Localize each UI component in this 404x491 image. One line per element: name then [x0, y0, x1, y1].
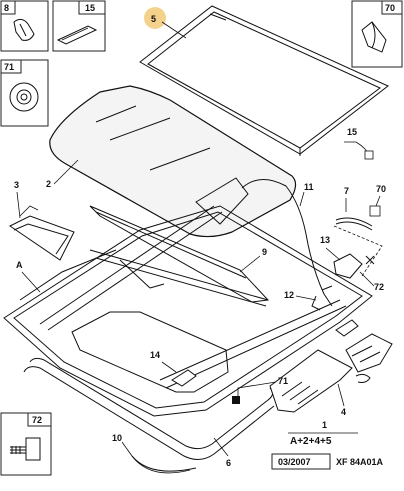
inset-part-8: 8 [0, 0, 49, 52]
inset-part-72: 72 [0, 412, 52, 476]
grommet-marker [232, 396, 240, 404]
seal-strip-7 [335, 217, 373, 227]
callout-7: 7 [344, 186, 349, 196]
footer-ref: XF 84A01A [336, 457, 384, 467]
callout-9: 9 [262, 247, 267, 257]
deflector-strip-icon [56, 25, 98, 45]
footer-date: 03/2007 [278, 457, 311, 467]
callout-5: 5 [151, 14, 156, 24]
highlight-5 [144, 7, 166, 29]
part-11-drive-cable: 11 12 [241, 179, 333, 311]
inset-part-71: 71 [0, 59, 49, 127]
part-a-frame-assembly: 3 A 9 [3, 177, 373, 460]
part-2-glass-panel: 2 [46, 85, 297, 238]
callout-15: 15 [347, 127, 357, 137]
callout-71: 71 [278, 376, 288, 386]
callout-8: 8 [4, 3, 9, 13]
callout-70: 70 [376, 184, 386, 194]
inset-part-70: 70 [351, 0, 403, 68]
callout-14: 14 [150, 350, 160, 360]
callout-15-inset: 15 [85, 3, 95, 13]
callout-10: 10 [112, 433, 122, 443]
callout-3: 3 [14, 180, 19, 190]
callout-a: A [16, 260, 23, 270]
callout-1: 1 [322, 420, 327, 430]
lower-parts: 14 71 10 6 [112, 350, 288, 474]
part-5-sun-blind: 5 15 [139, 5, 389, 160]
clip-14 [171, 369, 197, 387]
bolt-thread-icon [10, 446, 26, 454]
footer-reference: 03/2007 XF 84A01A [271, 453, 384, 470]
callout-11: 11 [304, 182, 314, 192]
right-small-parts: 7 70 13 72 [320, 184, 386, 292]
inset-part-15: 15 [52, 0, 106, 52]
cross-marker [365, 255, 375, 265]
callout-4: 4 [341, 407, 346, 417]
callout-12: 12 [284, 290, 294, 300]
callout-13: 13 [320, 235, 330, 245]
motor-assembly: 4 [269, 319, 393, 417]
callout-2: 2 [46, 179, 51, 189]
drain-bracket-13 [333, 253, 363, 279]
assembly-formula: 1 A+2+4+5 [288, 420, 358, 447]
callout-71-inset: 71 [4, 62, 14, 72]
callout-70-inset: 70 [385, 3, 395, 13]
drain-hose-10 [131, 455, 197, 472]
callout-72: 72 [374, 282, 384, 292]
clip-icon [13, 18, 35, 41]
formula-text: A+2+4+5 [290, 436, 332, 447]
callout-72-inset: 72 [32, 415, 42, 425]
callout-6: 6 [226, 458, 231, 468]
grommet-icon [9, 82, 39, 112]
bolt-nut-icon [25, 437, 41, 461]
bracket-clip-icon [361, 21, 387, 53]
